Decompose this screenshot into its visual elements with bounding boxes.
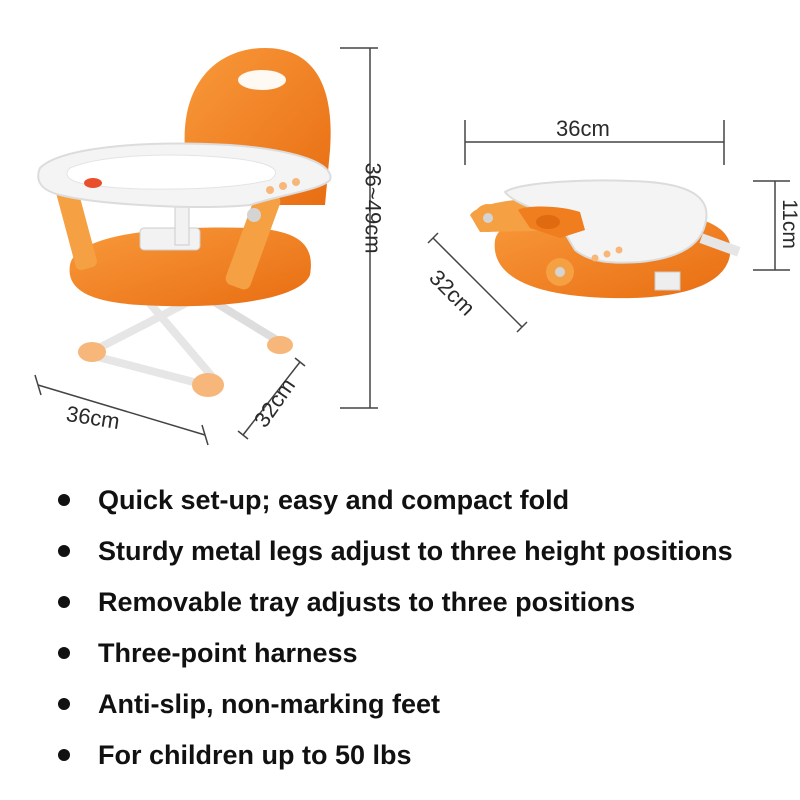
bullet-icon [58, 698, 70, 710]
feature-item: Anti-slip, non-marking feet [56, 684, 733, 735]
folded-width-label: 36cm [556, 116, 610, 141]
feature-text: Anti-slip, non-marking feet [98, 689, 441, 719]
bullet-icon [58, 647, 70, 659]
feature-item: For children up to 50 lbs [56, 735, 733, 786]
bullet-icon [58, 494, 70, 506]
feature-text: For children up to 50 lbs [98, 740, 412, 770]
feature-item: Three-point harness [56, 633, 733, 684]
assembled-height-label: 36~49cm [360, 162, 386, 254]
feature-item: Removable tray adjusts to three position… [56, 582, 733, 633]
feature-text: Removable tray adjusts to three position… [98, 587, 636, 617]
folded-chair-image [470, 179, 741, 299]
feature-text: Quick set-up; easy and compact fold [98, 485, 570, 515]
feature-item: Quick set-up; easy and compact fold [56, 480, 733, 531]
assembled-chair-image [37, 48, 332, 397]
feature-list: Quick set-up; easy and compact fold Stur… [56, 480, 733, 786]
product-illustration [34, 47, 790, 446]
folded-height-label: 11cm [777, 199, 800, 249]
bullet-icon [58, 545, 70, 557]
product-figure: 36cm 32cm 36~49cm 36cm 32cm 11cm [34, 47, 800, 446]
bullet-icon [58, 749, 70, 761]
feature-item: Sturdy metal legs adjust to three height… [56, 531, 733, 582]
bullet-icon [58, 596, 70, 608]
dimension-lines [34, 47, 790, 446]
feature-text: Sturdy metal legs adjust to three height… [98, 536, 733, 566]
feature-text: Three-point harness [98, 638, 358, 668]
